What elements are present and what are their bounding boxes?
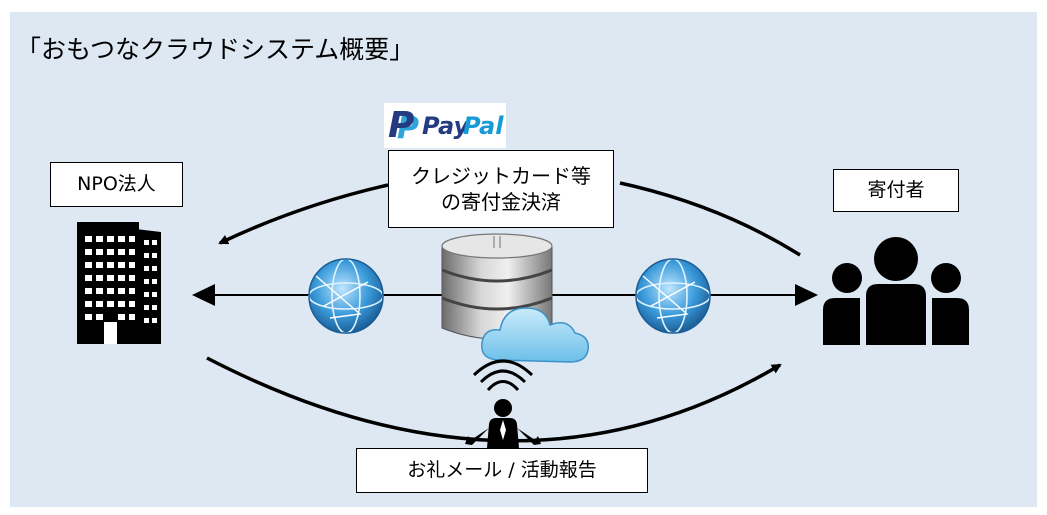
paypal-logo: P P Pay Pal (384, 103, 506, 148)
paypal-p-icon: P (388, 105, 415, 146)
npo-label-box: NPO法人 (50, 162, 183, 207)
arrowhead-right (795, 284, 818, 306)
globe-network-icon (635, 258, 711, 334)
paypal-logo-text-pal: Pal (463, 112, 504, 140)
office-building-icon (77, 222, 161, 344)
cloud-icon (481, 307, 589, 363)
payment-to-npo-arrow (218, 183, 389, 245)
paypal-p-icon: P (397, 111, 419, 146)
mail-report-label-box: お礼メール / 活動報告 (356, 448, 648, 493)
paypal-logo-text-pay: Pay (422, 112, 470, 140)
page-title: 「おもつなクラウドシステム概要」 (16, 35, 415, 64)
payment-label-box: クレジットカード等 の寄付金決済 (388, 150, 614, 228)
donor-label-box: 寄付者 (833, 169, 959, 212)
globe-network-icon (308, 258, 384, 334)
people-group-icon (823, 237, 969, 345)
donor-to-payment-arc (619, 181, 801, 257)
person-broadcasting-icon (465, 359, 541, 448)
arrowhead-left (192, 284, 215, 306)
